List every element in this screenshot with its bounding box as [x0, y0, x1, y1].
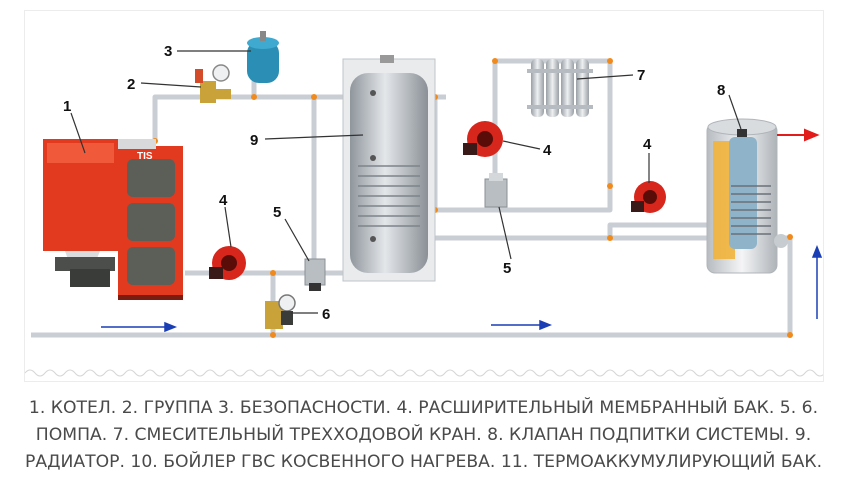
label-boiler: 1: [63, 98, 71, 115]
torn-edge: [25, 369, 823, 377]
makeup-valve: [265, 294, 296, 329]
label-valve-mid: 5: [503, 260, 511, 277]
buffer-tank: [342, 55, 436, 282]
caption: 1. КОТЕЛ. 2. ГРУППА 3. БЕЗОПАСНОСТИ. 4. …: [0, 395, 847, 476]
label-pump-right: 4: [643, 136, 652, 153]
pipe-joints: [152, 58, 793, 338]
caption-line-3: РАДИАТОР. 10. БОЙЛЕР ГВС КОСВЕННОГО НАГР…: [24, 452, 823, 472]
hot-water-arrow: [777, 128, 820, 142]
label-safety-group: 2: [127, 76, 135, 93]
valve-left: [304, 258, 326, 291]
boiler: TIS: [43, 139, 183, 300]
flow-arrows: [101, 128, 823, 333]
flow-arrow-mid: [491, 319, 553, 331]
caption-line-1: 1. КОТЕЛ. 2. ГРУППА 3. БЕЗОПАСНОСТИ. 4. …: [28, 398, 819, 418]
expansion-tank: [247, 31, 279, 83]
safety-group: [195, 64, 231, 103]
caption-line-2: ПОМПА. 7. СМЕСИТЕЛЬНЫЙ ТРЕХХОДОВОЙ КРАН.…: [35, 425, 812, 445]
label-expansion-tank: 3: [164, 43, 172, 60]
label-pump-left: 4: [219, 192, 228, 209]
flow-arrow-up: [811, 244, 823, 319]
leader-lines: [70, 50, 742, 314]
flow-arrow-left: [101, 321, 178, 333]
label-valve-left: 5: [273, 204, 281, 221]
label-pump-mid: 4: [543, 142, 552, 159]
pump-right: [631, 181, 666, 213]
diagram-canvas: TIS: [25, 31, 823, 377]
number-labels: 1 2 3 4 4 4 5 5 6 7 8 9: [63, 43, 725, 323]
dhw-boiler: [706, 118, 788, 274]
label-buffer-tank: 9: [250, 132, 258, 149]
boiler-brand: TIS: [137, 151, 153, 162]
pump-left: [209, 246, 246, 280]
pump-mid: [463, 121, 503, 157]
heating-diagram: TIS: [24, 10, 824, 382]
pressure-gauge-icon: [212, 64, 230, 82]
radiator: [527, 59, 593, 117]
label-dhw-boiler: 8: [717, 82, 725, 99]
valve-mid: [484, 173, 508, 208]
label-makeup-valve: 6: [322, 306, 330, 323]
label-radiator: 7: [637, 67, 645, 84]
